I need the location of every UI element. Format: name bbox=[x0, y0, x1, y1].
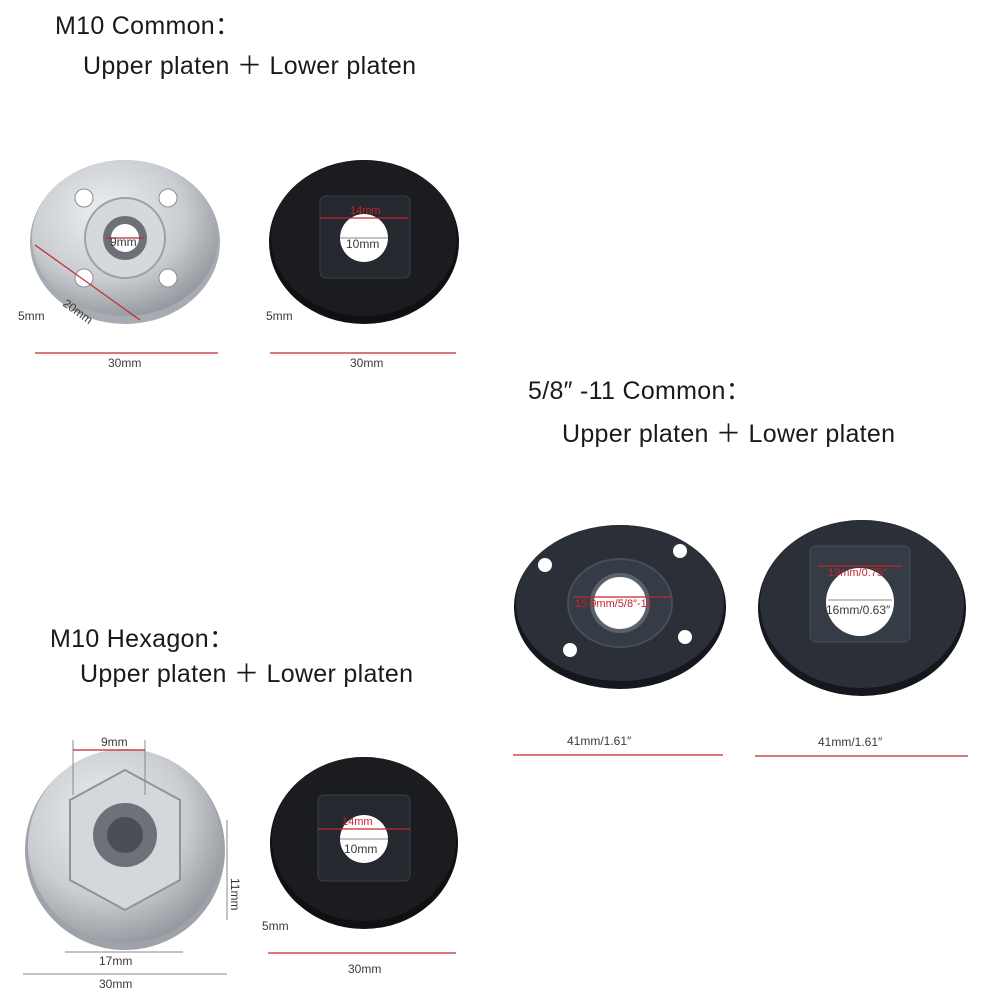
hole-dim-label: 10mm bbox=[344, 842, 377, 856]
threaded-hole bbox=[590, 573, 650, 633]
imperial-common-title: 5/8″ -11 Common： bbox=[528, 377, 751, 405]
hole-bore bbox=[107, 817, 143, 853]
center-hole bbox=[826, 568, 894, 636]
pin-hole bbox=[74, 188, 94, 208]
diagonal-dim-line bbox=[34, 244, 141, 321]
pin-hole bbox=[158, 188, 178, 208]
pin-hole bbox=[678, 630, 692, 644]
inner-dim-label: 15.9mm/5/8″-11 bbox=[575, 598, 652, 610]
thickness-dim-label: 5mm bbox=[262, 919, 289, 933]
pin-hole bbox=[673, 544, 687, 558]
outer-dim-label: 30mm bbox=[348, 962, 381, 976]
m10-lower-platen-photo: 14mm 10mm 5mm 30mm bbox=[258, 160, 468, 380]
outer-dim-label: 41mm/1.61″ bbox=[567, 734, 632, 748]
hexagon-lower-platen-photo: 14mm 10mm 5mm 30mm bbox=[258, 755, 468, 985]
pin-hole bbox=[158, 268, 178, 288]
thickness-dim-label: 5mm bbox=[266, 309, 293, 323]
slot-dim-label: 19mm/0.75″ bbox=[828, 567, 887, 579]
hex-dim-label: 17mm bbox=[99, 954, 132, 968]
imperial-lower-platen-photo: 19mm/0.75″ 16mm/0.63″ 41mm/1.61″ bbox=[750, 518, 975, 763]
hole-dim-label: 16mm/0.63″ bbox=[826, 603, 891, 617]
outer-dim-label: 41mm/1.61″ bbox=[818, 735, 883, 749]
m10-upper-platen-photo: 9mm 20mm 5mm 30mm bbox=[10, 160, 240, 380]
pin-hole bbox=[538, 558, 552, 572]
top-dim-label: 9mm bbox=[101, 735, 128, 749]
slot-dim-label: 14mm bbox=[350, 205, 381, 217]
hexagon-upper-platen-photo: 9mm 11mm 17mm 30mm bbox=[15, 730, 242, 995]
m10-common-subtitle: Upper platen ＋ Lower platen bbox=[83, 52, 417, 80]
outer-dim-label: 30mm bbox=[99, 977, 132, 991]
hole-dim-label: 10mm bbox=[346, 237, 379, 251]
outer-dim-label: 30mm bbox=[108, 356, 141, 370]
slot-dim-label: 14mm bbox=[342, 816, 373, 828]
height-dim-label: 11mm bbox=[228, 878, 242, 910]
pin-hole bbox=[563, 643, 577, 657]
outer-dim-label: 30mm bbox=[350, 356, 383, 370]
m10-hexagon-title: M10 Hexagon： bbox=[50, 625, 235, 653]
thickness-dim-label: 5mm bbox=[18, 309, 45, 323]
m10-hexagon-subtitle: Upper platen ＋ Lower platen bbox=[80, 660, 414, 688]
imperial-upper-platen-photo: 15.9mm/5/8″-11 41mm/1.61″ bbox=[505, 525, 735, 765]
m10-common-title: M10 Common： bbox=[55, 12, 241, 40]
inner-dim-label: 9mm bbox=[110, 235, 137, 249]
imperial-common-subtitle: Upper platen ＋ Lower platen bbox=[562, 420, 896, 448]
